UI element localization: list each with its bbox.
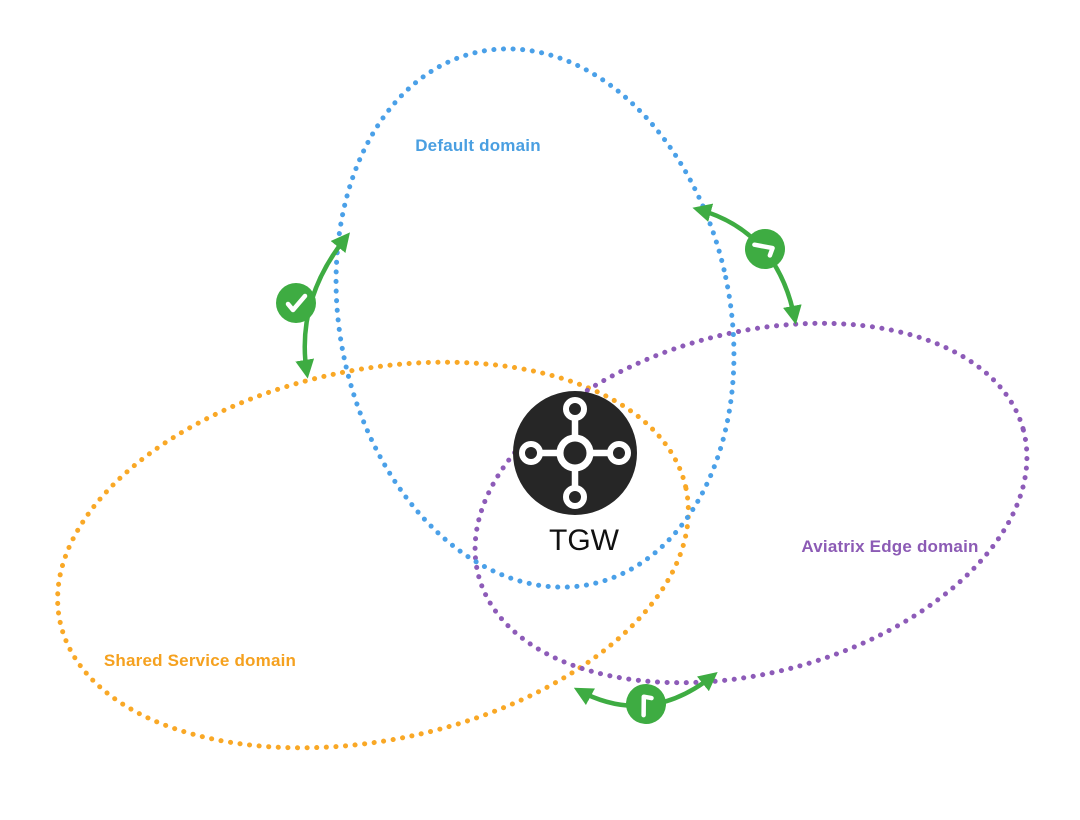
shared-service-domain-ellipse — [55, 359, 691, 751]
tgw-label: TGW — [549, 524, 619, 557]
tgw-node-left — [519, 441, 543, 465]
tgw-center-node — [556, 434, 594, 472]
transit-gateway-icon — [513, 391, 637, 515]
tgw-node-bottom — [563, 485, 587, 509]
shared-service-domain-label: Shared Service domain — [103, 651, 297, 670]
checkmark-badge-default-shared — [276, 283, 316, 323]
tgw-node-right — [607, 441, 631, 465]
badge-circle — [626, 684, 666, 724]
aviatrix-edge-domain-ellipse — [472, 320, 1030, 686]
default-domain-label: Default domain — [415, 136, 541, 155]
tgw-node-top — [563, 397, 587, 421]
badge-circle — [745, 229, 785, 269]
checkmark-badge-shared-edge — [626, 684, 666, 724]
checkmark-icon — [752, 242, 775, 258]
aviatrix-edge-domain-label: Aviatrix Edge domain — [801, 537, 979, 556]
checkmark-icon — [285, 293, 308, 313]
default-domain-ellipse — [333, 46, 737, 590]
checkmark-badge-default-edge — [745, 229, 785, 269]
badge-circle — [276, 283, 316, 323]
checkmark-icon — [641, 694, 654, 718]
